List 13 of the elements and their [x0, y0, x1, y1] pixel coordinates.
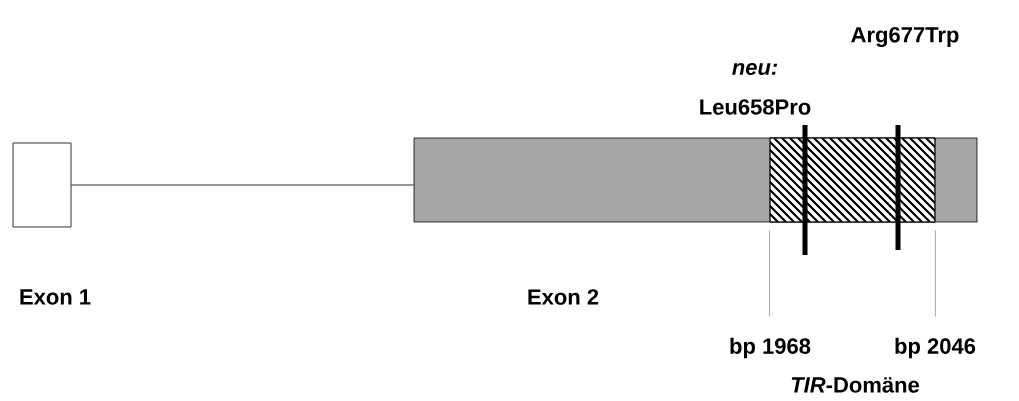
position-label: bp 2046 — [895, 337, 976, 359]
exon-box: Exon 1 — [12, 142, 91, 305]
mutation-label: neu: — [732, 62, 778, 76]
leader-line — [935, 230, 936, 317]
node-label: Exon 1 — [20, 289, 91, 305]
intron-line — [71, 184, 414, 186]
mutation-label: Arg677Trp — [851, 27, 959, 47]
mutation-label: TIR-Domäne — [791, 377, 919, 393]
node-label: Exon 2 — [528, 289, 599, 305]
leader-line — [769, 230, 770, 317]
mutation-label: Leu658Pro — [700, 99, 811, 115]
hatched-domain-box — [769, 137, 936, 223]
position-label: bp 1968 — [730, 337, 811, 359]
